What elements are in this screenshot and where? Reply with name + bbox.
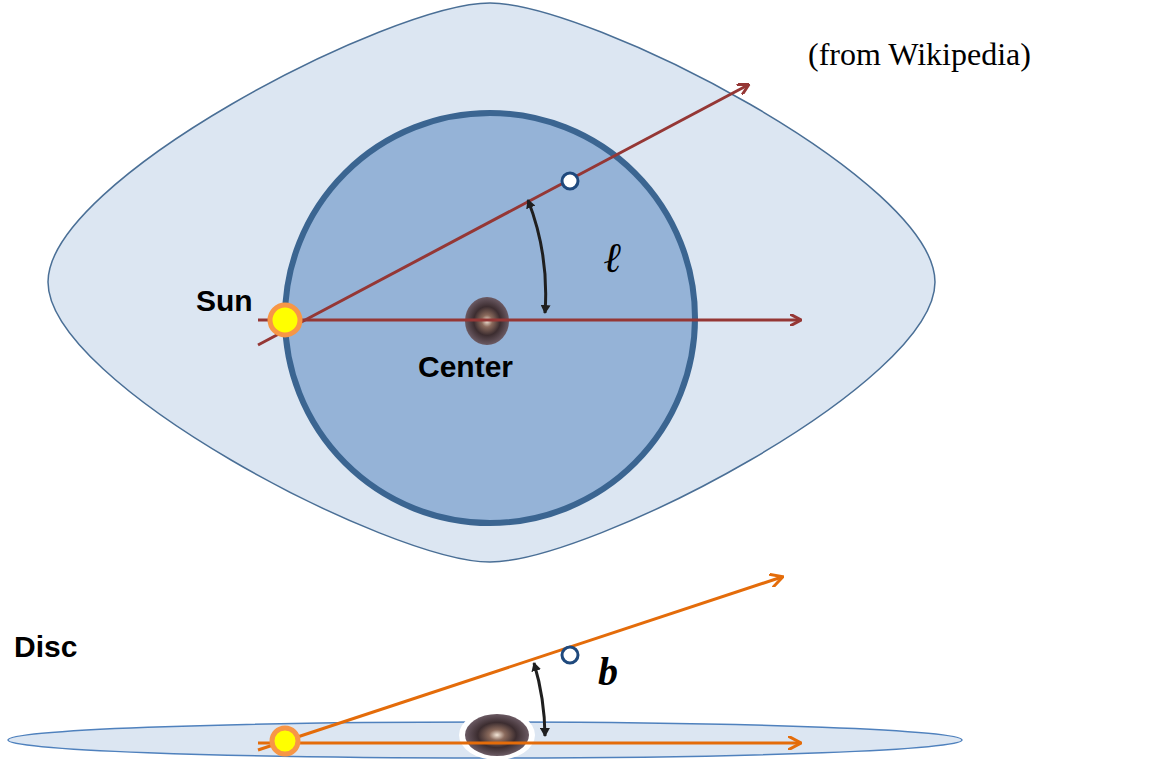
object-marker bbox=[562, 647, 578, 663]
center-label: Center bbox=[418, 350, 513, 384]
plane-line bbox=[258, 742, 800, 745]
reference-line bbox=[258, 319, 800, 322]
sight-line bbox=[258, 577, 782, 750]
galaxy-outline bbox=[48, 3, 935, 562]
sight-line bbox=[258, 85, 748, 345]
object-marker bbox=[562, 173, 578, 189]
galactic-bulge bbox=[465, 714, 529, 756]
angle-label: b bbox=[598, 648, 618, 695]
disc-label: Disc bbox=[14, 630, 77, 664]
sun-marker bbox=[272, 728, 298, 754]
angle-arc bbox=[534, 663, 545, 736]
angle-label: ℓ bbox=[604, 234, 622, 282]
disc-gap bbox=[459, 710, 535, 760]
sun-orbit bbox=[285, 113, 695, 523]
source-note: (from Wikipedia) bbox=[808, 36, 1031, 73]
sun-label: Sun bbox=[196, 284, 253, 318]
sun-marker bbox=[270, 305, 300, 335]
angle-arc bbox=[528, 200, 546, 313]
